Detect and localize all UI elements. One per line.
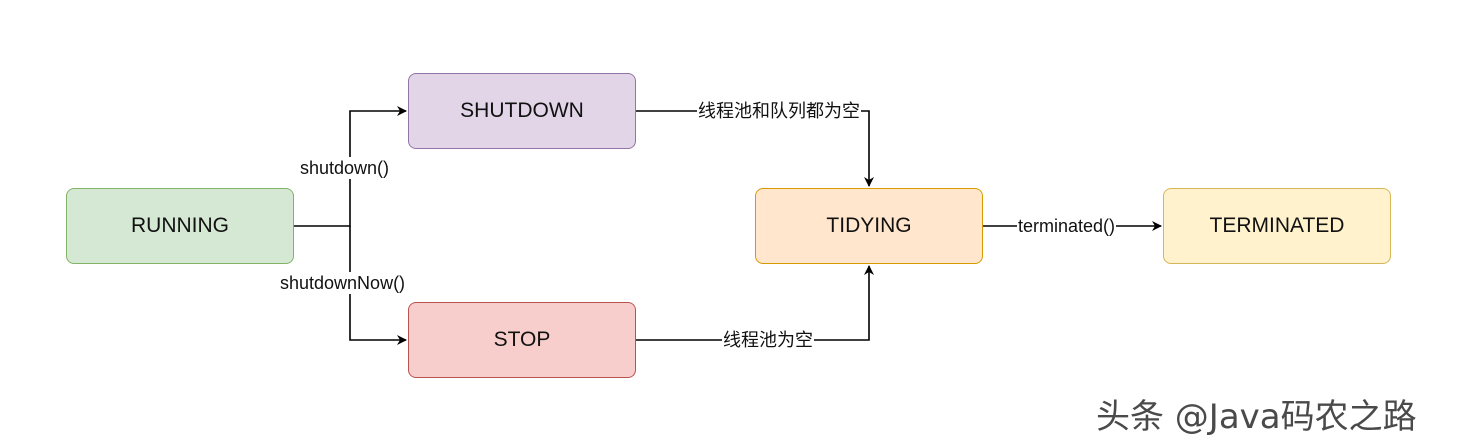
node-stop-label: STOP	[493, 328, 551, 351]
node-terminated-label: TERMINATED	[1209, 214, 1345, 237]
edge-label-pool-empty: 线程池为空	[722, 329, 814, 351]
node-tidying: TIDYING	[755, 188, 983, 264]
node-running-label: RUNNING	[131, 214, 229, 237]
node-terminated: TERMINATED	[1163, 188, 1391, 264]
edge-label-terminated: terminated()	[1017, 215, 1117, 237]
node-shutdown: SHUTDOWN	[408, 73, 636, 149]
edge-label-shutdownnow: shutdownNow()	[279, 272, 407, 294]
node-stop: STOP	[408, 302, 636, 378]
edge-label-pool-and-queue-empty: 线程池和队列都为空	[697, 100, 861, 122]
edge-shutdown-tidying	[636, 110, 874, 187]
node-running: RUNNING	[66, 188, 294, 264]
edge-running-stop	[349, 226, 407, 345]
node-tidying-label: TIDYING	[826, 214, 912, 237]
node-shutdown-label: SHUTDOWN	[460, 99, 584, 122]
edge-label-shutdown: shutdown()	[299, 157, 391, 179]
watermark: 头条 @Java码农之路	[1096, 397, 1417, 437]
edge-stop-tidying	[636, 265, 874, 341]
